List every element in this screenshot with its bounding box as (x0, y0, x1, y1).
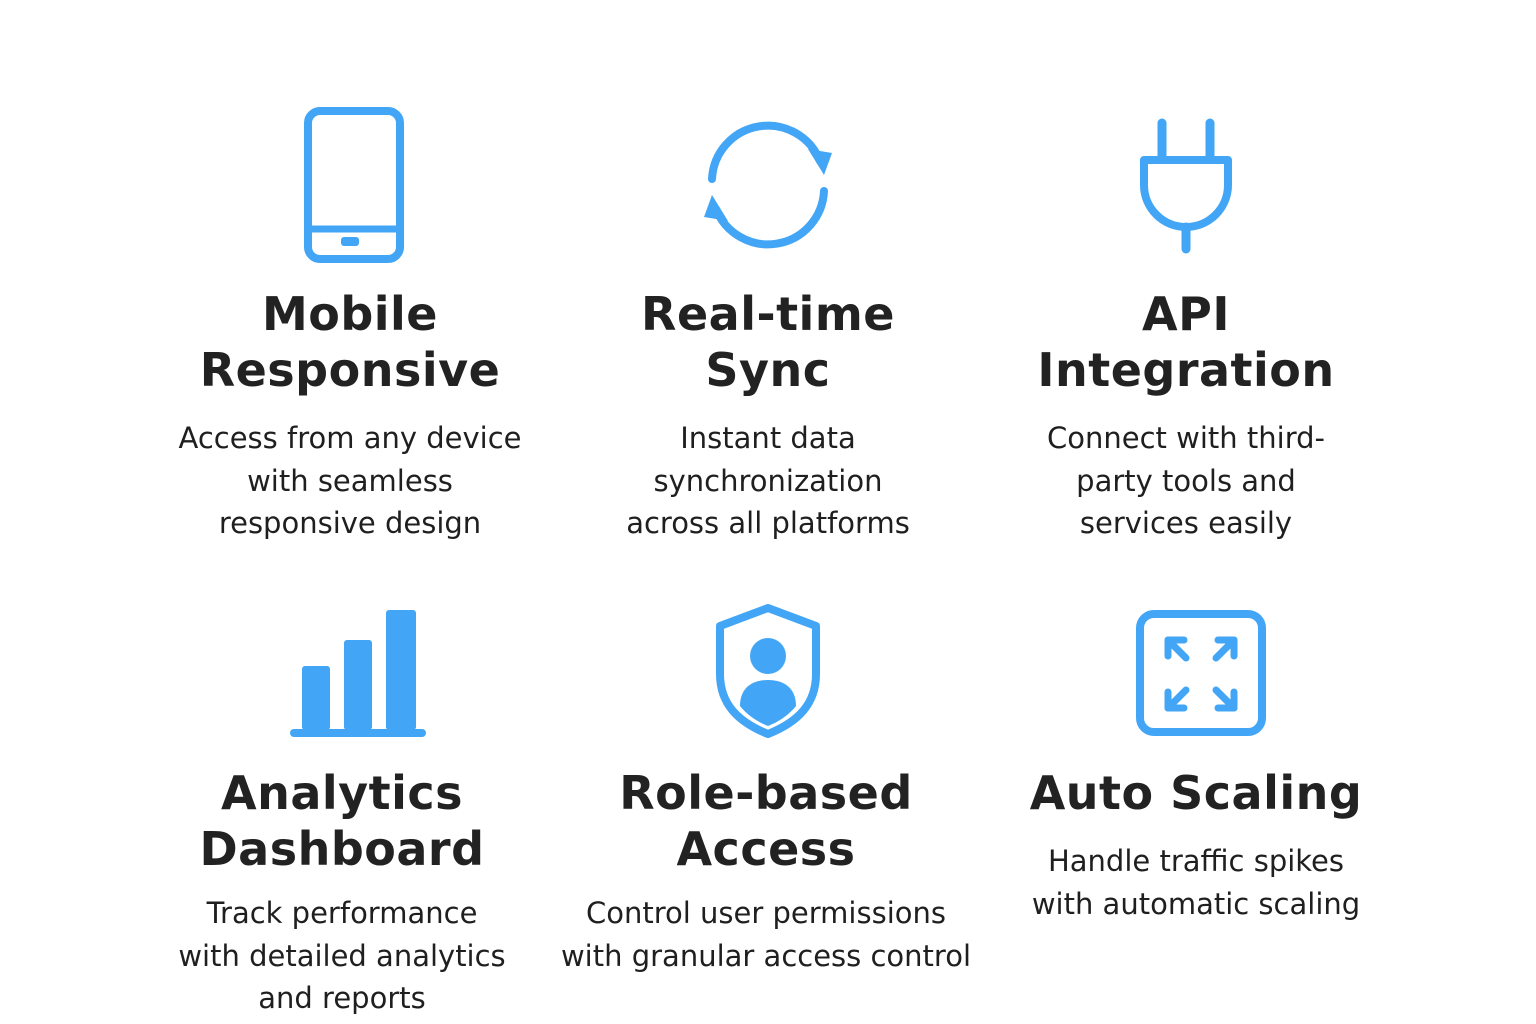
feature-description: Track performance with detailed analytic… (178, 896, 506, 1015)
feature-description: Handle traffic spikes with automatic sca… (1031, 844, 1361, 921)
feature-description: Control user permissions with granular a… (560, 896, 972, 973)
feature-description: Access from any device with seamless res… (178, 421, 522, 540)
feature-title: Analytics Dashboard (199, 766, 485, 876)
sync-icon (678, 105, 858, 265)
feature-title: Real-time Sync (641, 287, 895, 397)
feature-title: Mobile Responsive (199, 287, 501, 397)
bar-chart-icon (252, 590, 432, 750)
feature-description: Connect with third- party tools and serv… (1047, 421, 1325, 540)
expand-icon (1106, 600, 1286, 760)
plug-icon (1096, 105, 1276, 265)
feature-description: Instant data synchronization across all … (626, 421, 910, 540)
feature-title: Auto Scaling (1029, 766, 1363, 820)
feature-title: API Integration (1037, 287, 1335, 397)
shield-user-icon (676, 600, 856, 760)
feature-title: Role-based Access (619, 766, 913, 876)
smartphone-icon (260, 105, 440, 265)
